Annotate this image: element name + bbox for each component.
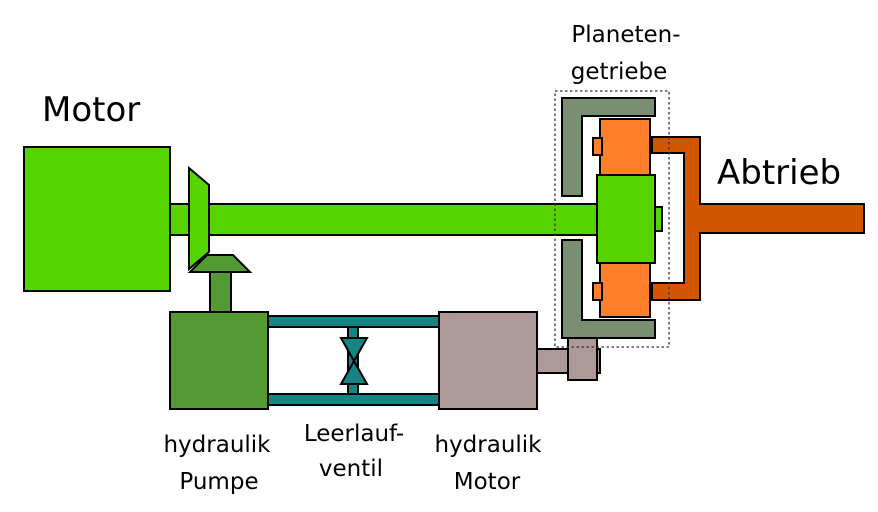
output-shaft (651, 136, 865, 301)
hydraulic-motor (438, 311, 538, 410)
label-valve-line2: ventil (319, 456, 383, 482)
label-hydro-motor-line1: hydraulik (434, 432, 542, 458)
planet-gear-bottom (599, 261, 651, 318)
label-pump-line1: hydraulik (163, 432, 271, 458)
pump-input-shaft (209, 271, 232, 313)
idle-valve (339, 337, 369, 385)
engine-bevel-gear (188, 165, 210, 272)
engine-shaft (167, 203, 599, 236)
hydraulic-line-bottom (267, 393, 441, 406)
engine-block (23, 146, 171, 292)
planetary-gearbox-enclosure (554, 90, 670, 348)
label-planetary-line1: Planeten- (571, 22, 680, 48)
ring-gear-top (561, 97, 656, 197)
label-motor: Motor (42, 90, 140, 130)
planet-gear-top-pin (592, 137, 603, 156)
label-pump-line2: Pumpe (179, 469, 258, 495)
ring-gear-bottom (561, 239, 656, 339)
sun-gear-hub (654, 206, 663, 232)
label-valve-line1: Leerlauf- (304, 421, 404, 447)
pump-bevel-gear (187, 254, 253, 273)
planet-gear-top (599, 118, 651, 177)
hydraulic-pump (169, 311, 269, 410)
hydraulic-line-top (267, 315, 441, 328)
sun-gear (596, 174, 656, 264)
label-output: Abtrieb (717, 153, 841, 193)
label-hydro-motor-line2: Motor (454, 469, 521, 495)
label-planetary-line2: getriebe (571, 59, 668, 85)
planet-gear-bottom-pin (592, 282, 603, 301)
hydraulic-motor-gear (567, 336, 598, 381)
